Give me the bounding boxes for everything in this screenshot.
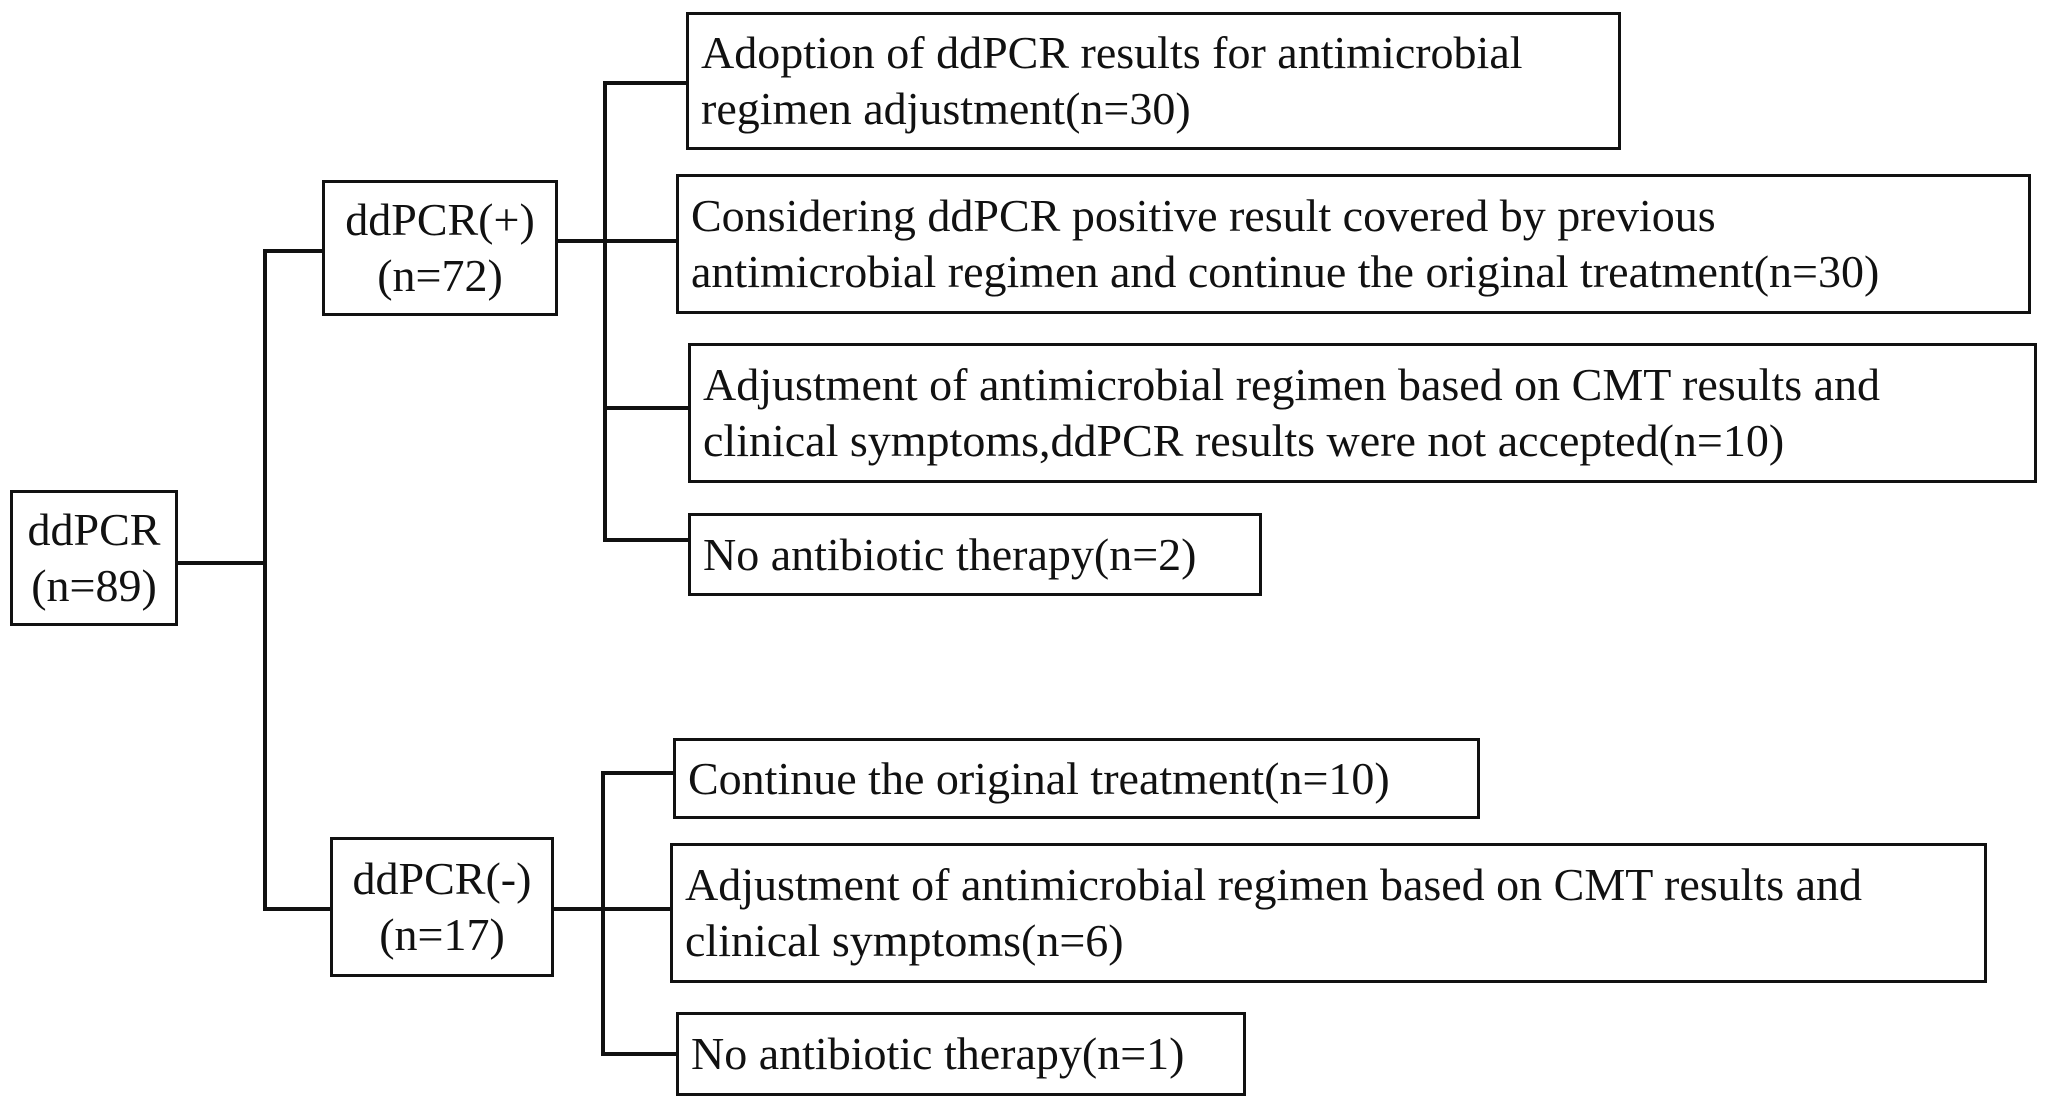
negative-outcome-3-line1: No antibiotic therapy(n=1) (691, 1028, 1185, 1079)
positive-outcome-1-line2: regimen adjustment(n=30) (701, 83, 1191, 134)
root-node: ddPCR (n=89) (10, 490, 178, 626)
positive-outcome-4: No antibiotic therapy(n=2) (688, 513, 1262, 596)
positive-outcome-2: Considering ddPCR positive result covere… (676, 174, 2031, 314)
negative-node-line1: ddPCR(-) (352, 853, 532, 904)
negative-outcome-2: Adjustment of antimicrobial regimen base… (670, 843, 1987, 983)
negative-outcome-1: Continue the original treatment(n=10) (673, 738, 1480, 819)
negative-outcome-2-line1: Adjustment of antimicrobial regimen base… (685, 859, 1863, 910)
positive-outcome-2-line2: antimicrobial regimen and continue the o… (691, 246, 1880, 297)
negative-outcome-3: No antibiotic therapy(n=1) (676, 1012, 1246, 1096)
negative-node: ddPCR(-) (n=17) (330, 837, 554, 977)
positive-node-line2: (n=72) (377, 250, 503, 301)
negative-outcome-1-line1: Continue the original treatment(n=10) (688, 752, 1390, 804)
root-node-line1: ddPCR (27, 504, 161, 555)
positive-outcome-3-line1: Adjustment of antimicrobial regimen base… (703, 359, 1881, 410)
positive-outcome-1-line1: Adoption of ddPCR results for antimicrob… (701, 27, 1523, 78)
positive-outcome-1: Adoption of ddPCR results for antimicrob… (686, 12, 1621, 150)
positive-outcome-2-line1: Considering ddPCR positive result covere… (691, 190, 1716, 241)
negative-node-line2: (n=17) (379, 909, 505, 960)
positive-outcome-4-line1: No antibiotic therapy(n=2) (703, 528, 1197, 580)
positive-outcome-3: Adjustment of antimicrobial regimen base… (688, 343, 2037, 483)
root-node-line2: (n=89) (31, 560, 157, 611)
positive-outcome-3-line2: clinical symptoms,ddPCR results were not… (703, 415, 1785, 466)
positive-node-line1: ddPCR(+) (345, 194, 535, 245)
negative-outcome-2-line2: clinical symptoms(n=6) (685, 915, 1124, 966)
positive-node: ddPCR(+) (n=72) (322, 180, 558, 316)
